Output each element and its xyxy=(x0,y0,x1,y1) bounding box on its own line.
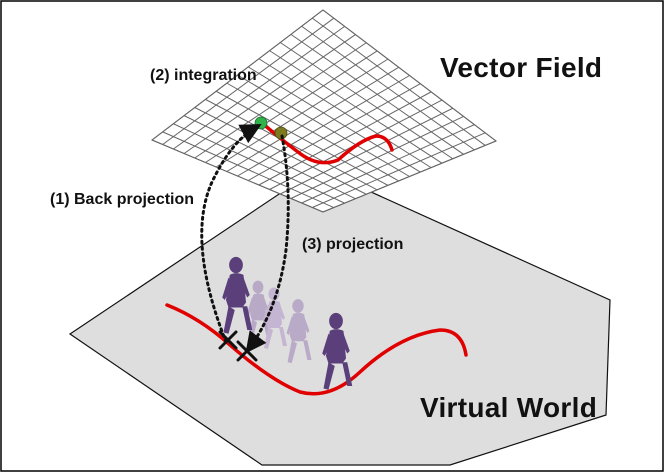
vector-field-trajectory xyxy=(260,121,394,165)
back-projection-arrow xyxy=(200,124,262,344)
projection-arrow xyxy=(245,134,290,354)
vector-field-title: Vector Field xyxy=(440,52,603,83)
integration-label: (2) integration xyxy=(150,67,257,84)
virtual-world-title: Virtual World xyxy=(420,392,598,423)
integration-end-point xyxy=(274,126,288,140)
back-projection-label: (1) Back projection xyxy=(50,191,195,208)
projection-label: (3) projection xyxy=(302,236,404,253)
vector-field-grid xyxy=(151,9,498,213)
